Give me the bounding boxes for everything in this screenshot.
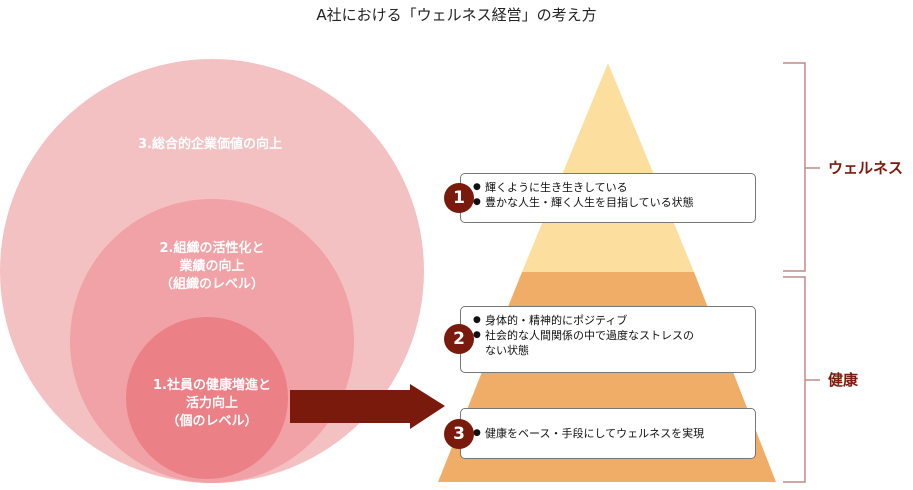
label-line: （個のレベル） xyxy=(166,414,258,429)
level-2-box: 身体的・精神的にポジティブ 社会的な人間関係の中で過度なストレスの ない状態 xyxy=(460,306,756,373)
level-2-badge: 2 xyxy=(444,324,474,354)
health-label: 健康 xyxy=(828,371,859,389)
outer-circle-label: 3.総合的企業価値の向上 xyxy=(60,136,360,154)
label-line: （組織のレベル） xyxy=(159,277,264,292)
bracket-health xyxy=(783,276,806,483)
level-1-badge: 1 xyxy=(444,183,474,213)
level-3-box: 健康をベース・手段にしてウェルネスを実現 xyxy=(460,408,756,459)
level-3-badge: 3 xyxy=(444,419,474,449)
diagram-title: A社における「ウェルネス経営」の考え方 xyxy=(316,6,597,24)
pyramid-top xyxy=(522,63,694,272)
bullet-item: 健康をベース・手段にしてウェルネスを実現 xyxy=(473,426,745,441)
level-1-box: 輝くように生き生きしている 豊かな人生・輝く人生を目指している状態 xyxy=(460,173,756,223)
bracket-wellness xyxy=(783,62,806,272)
middle-circle-label: 2.組織の活性化と 業績の向上 （組織のレベル） xyxy=(62,240,362,294)
label-line: 業績の向上 xyxy=(179,259,245,274)
bullet-item: 社会的な人間関係の中で過度なストレスの xyxy=(473,328,745,343)
label-line: 活力向上 xyxy=(185,396,238,411)
bullet-item: 輝くように生き生きしている xyxy=(473,180,745,195)
arrow xyxy=(290,384,445,429)
inner-circle-label: 1.社員の健康増進と 活力向上 （個のレベル） xyxy=(62,377,362,431)
bullet-item: 身体的・精神的にポジティブ xyxy=(473,313,745,328)
bullet-item-continued: ない状態 xyxy=(485,344,529,357)
bullet-item: 豊かな人生・輝く人生を目指している状態 xyxy=(473,195,745,210)
label-line: 1.社員の健康増進と xyxy=(153,378,271,393)
label-line: 2.組織の活性化と xyxy=(159,241,265,256)
wellness-label: ウェルネス xyxy=(828,159,904,177)
label-line: 3.総合的企業価値の向上 xyxy=(138,137,282,152)
inner-circle xyxy=(126,317,288,479)
